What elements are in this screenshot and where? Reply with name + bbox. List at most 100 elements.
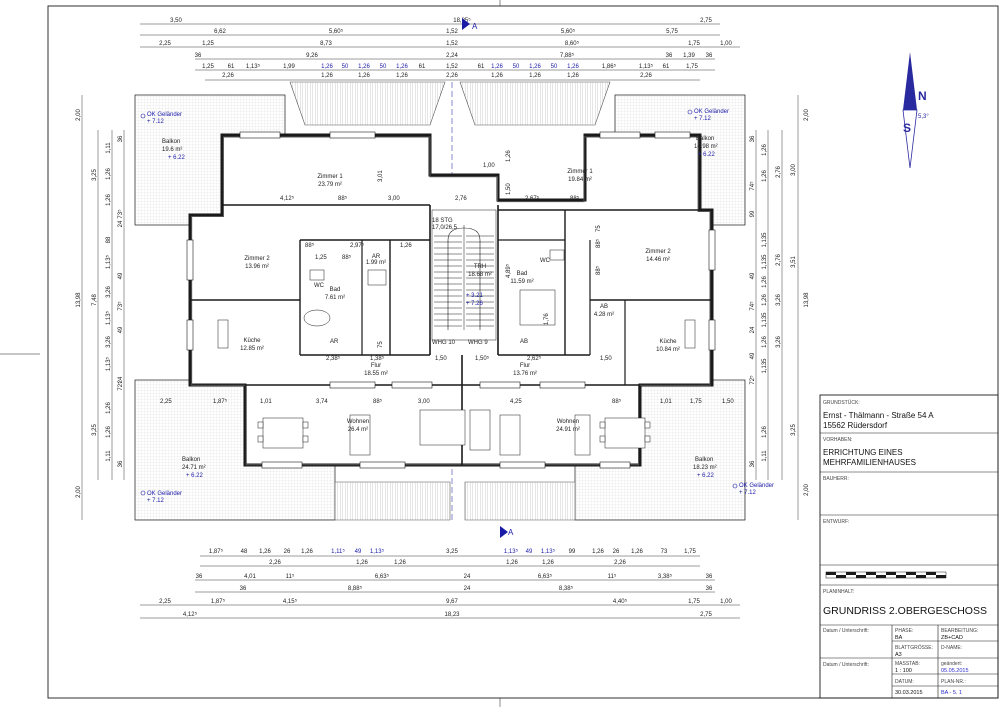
- dim-label: 2,00: [76, 109, 82, 121]
- dim-label: 1,26: [106, 168, 112, 180]
- dim-label: 1,50: [506, 183, 512, 195]
- scale-bar-segment: [906, 572, 916, 575]
- furniture: [217, 249, 696, 456]
- room-level: + 6.22: [168, 155, 186, 161]
- dim-label: 24: [750, 326, 756, 333]
- dim-label: 1,13⁵: [105, 310, 112, 325]
- dim-label: 26: [284, 549, 291, 555]
- dim-label: 1,26: [506, 150, 512, 162]
- dim-label: 61: [478, 64, 485, 70]
- stair-level: + 3.21: [466, 293, 484, 299]
- dim-label: 61: [228, 64, 235, 70]
- stair-level: + 7.26: [466, 301, 484, 307]
- dim-label: 1,26: [592, 549, 604, 555]
- dim-label: 8,88⁵: [348, 585, 363, 592]
- dim-label: 1,75: [690, 399, 702, 405]
- dim-label: 74⁵: [749, 301, 756, 311]
- room-name: Wohnen: [347, 419, 369, 425]
- massstab-label: MASSTAB:: [895, 661, 920, 667]
- dim-label: 1,26: [358, 73, 370, 79]
- room-wohnen-left: Wohnen 26.4 m²: [347, 419, 369, 433]
- dim-label: 1,26: [762, 336, 768, 348]
- dim-label: 1,50: [600, 356, 612, 362]
- stairs-steps: 18 STG: [432, 218, 453, 224]
- project-line1: ERRICHTUNG EINES: [823, 448, 903, 457]
- room-name: Küche: [659, 339, 677, 345]
- room-name: Flur: [371, 363, 381, 369]
- room-name: Balkon: [696, 136, 714, 142]
- massstab-value: 1 : 100: [895, 668, 912, 674]
- room-trh: TRH 18.68 m²: [468, 264, 492, 278]
- room-name: Wohnen: [557, 419, 579, 425]
- dim-label: 3,00: [418, 399, 430, 405]
- dim-label: 1,135: [762, 232, 768, 248]
- room-area: 14.98 m²: [694, 144, 718, 150]
- ok-label: OK Geländer: [147, 112, 182, 118]
- room-area: 4.28 m²: [594, 312, 614, 318]
- dim-label: 36: [706, 586, 713, 592]
- room-area: 12.85 m²: [240, 346, 264, 352]
- dimension-chains-bottom: [140, 555, 740, 619]
- dim-label: 2,76: [455, 196, 467, 202]
- blattgroesse-value: A3: [895, 652, 902, 658]
- signature-label: Datum / Unterschrift:: [823, 662, 869, 668]
- dim-label: 1,13⁵: [246, 63, 261, 70]
- dim-label: 11⁵: [608, 573, 617, 580]
- dim-label: 24: [118, 376, 124, 383]
- wc-label: WC: [314, 283, 325, 289]
- dim-label: 2,26: [222, 73, 234, 79]
- scale-bar-segment: [886, 572, 896, 575]
- dim-label: 1,26: [396, 64, 408, 70]
- windows: [186, 131, 716, 469]
- section-arrow-icon: [500, 526, 508, 538]
- dim-label: 2,75: [700, 18, 712, 24]
- dim-label: 3,25: [92, 169, 98, 181]
- scale-bar-segment: [916, 575, 926, 578]
- dim-label: 36: [195, 53, 202, 59]
- dim-label: 1,26: [529, 64, 541, 70]
- dim-label: 1,26: [762, 294, 768, 306]
- south-arrow-icon: [902, 109, 918, 169]
- dim-label: 1,11: [106, 142, 112, 154]
- scale-bar-segment: [836, 575, 846, 578]
- dim-label: 88⁵: [338, 195, 348, 202]
- room-area: 19.6 m²: [162, 147, 182, 153]
- dim-label: 8,73: [320, 41, 332, 47]
- dim-label: 1,99: [283, 64, 295, 70]
- dim-label: 36: [240, 586, 247, 592]
- dim-label: 1,38⁵: [370, 355, 385, 362]
- dim-label: 2,26: [446, 73, 458, 79]
- dim-label: 1,86⁵: [602, 63, 617, 70]
- dim-label: 36: [196, 574, 203, 580]
- section-label: A: [508, 528, 514, 537]
- dim-label: 50: [380, 64, 387, 70]
- dim-label: 7,48: [92, 294, 98, 306]
- ok-level: + 7.12: [147, 498, 165, 504]
- dim-label: 48: [241, 549, 248, 555]
- dim-label: 1,135: [762, 312, 768, 328]
- title-block: [819, 394, 999, 699]
- room-area: 24.91 m²: [556, 427, 580, 433]
- scale-bar-segment: [846, 572, 856, 575]
- dim-label: 2,38⁵: [326, 355, 341, 362]
- room-name: Balkon: [182, 457, 200, 463]
- room-level: + 6.22: [698, 152, 716, 158]
- dim-label: 1,01: [660, 399, 672, 405]
- dim-label: 2,00: [804, 109, 810, 121]
- ok-level: + 7.12: [739, 490, 757, 496]
- datum-value: 30.03.2015: [895, 690, 923, 696]
- room-name: Balkon: [695, 457, 713, 463]
- dim-label: 88⁵: [305, 242, 315, 249]
- dim-label: 1,135: [762, 254, 768, 270]
- dim-label: 2,75: [700, 612, 712, 618]
- dim-label: 1,52: [446, 29, 458, 35]
- dim-label: 1,26: [321, 64, 333, 70]
- apartment-label: WHG 9: [468, 340, 488, 346]
- dim-label: 49: [118, 272, 124, 279]
- dim-label: 3,74: [316, 399, 328, 405]
- dim-label: 36: [706, 574, 713, 580]
- dim-label: 1,52: [446, 41, 458, 47]
- dim-label: 5,60⁵: [561, 28, 576, 35]
- room-zimmer2-right: Zimmer 2 14.46 m²: [645, 249, 671, 263]
